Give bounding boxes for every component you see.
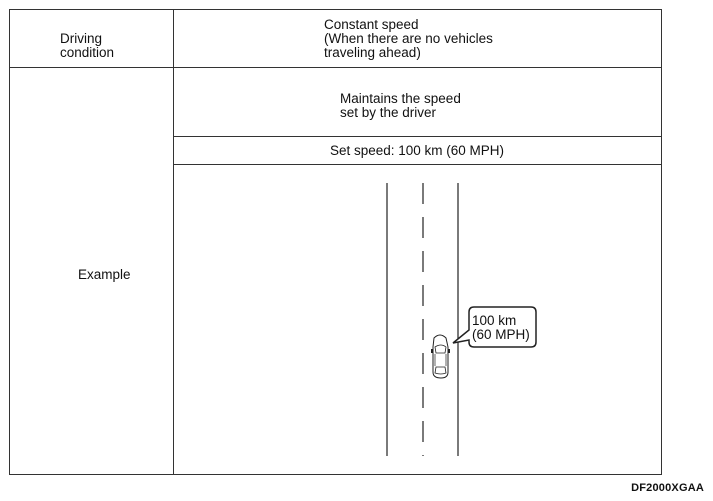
driving-condition-table: Driving condition Constant speed (When t… (9, 9, 662, 475)
maintains-speed-cell: Maintains the speed set by the driver (340, 91, 461, 120)
example-header: Example (78, 267, 131, 282)
row-divider-maintains (173, 136, 661, 137)
row-divider-setspeed (173, 164, 661, 165)
driving-condition-header: Driving condition (60, 31, 115, 60)
row-divider-header (10, 67, 661, 68)
car-top-view-icon (431, 334, 450, 379)
constant-speed-cell: Constant speed (When there are no vehicl… (324, 17, 493, 60)
figure-code: DF2000XGAA (631, 482, 704, 494)
speed-callout-text: 100 km (60 MPH) (472, 313, 530, 342)
set-speed-cell: Set speed: 100 km (60 MPH) (329, 143, 505, 158)
column-divider (173, 10, 174, 474)
speed-callout-bubble (452, 306, 537, 348)
